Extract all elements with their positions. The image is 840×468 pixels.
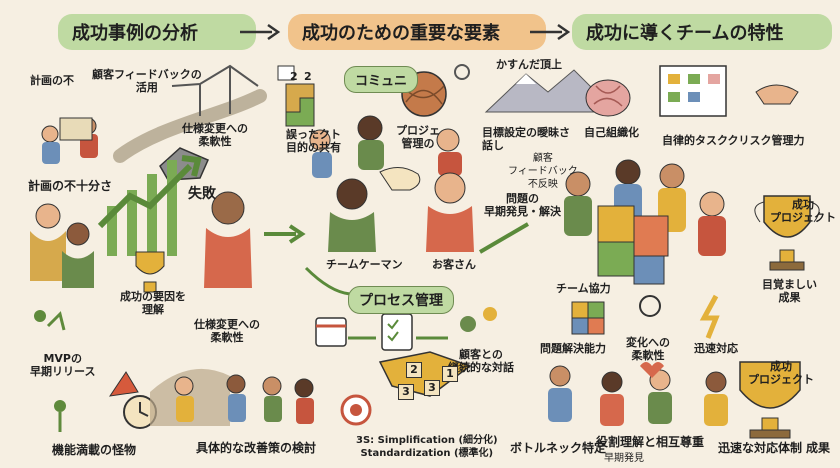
label-customer-dialog: 顧客との 継続的な対話 (448, 348, 514, 374)
label-problem-solving: 問題解決能力 (540, 342, 606, 355)
label-trophy-top: 成功 プロジェクト (770, 198, 836, 224)
label-quick-response: 迅速対応 (694, 342, 738, 355)
label-communication: コミュニ (344, 66, 419, 93)
label-role-understand: 役割理解と相互尊重 (596, 435, 705, 449)
label-feedback-miss: 顧客 フィードバック 不反映 (508, 153, 578, 190)
label-team-member: チームケーマン (326, 258, 403, 271)
label-spec-flex-mid: 仕様変更への 柔軟性 (194, 318, 260, 344)
label-misunderstood: 誤ったクト 目的の共有 (286, 128, 341, 154)
label-plan-short: 計画の不 (30, 74, 74, 87)
sketch-illustrations-icon (30, 64, 820, 439)
header-key-elements: 成功のための重要な要素 (288, 14, 546, 50)
label-great-result: 目覚ましい 成果 (762, 278, 817, 304)
label-mvp: MVPの 早期リリース (30, 352, 96, 378)
label-team-coop: チーム協力 (556, 282, 611, 295)
puzzle-number-1: 2 (290, 70, 298, 83)
header-arrow-icon (530, 23, 571, 41)
label-project-mgmt: プロジェ 管理の (396, 124, 440, 150)
label-self-org: 自己組織化 (584, 126, 639, 139)
header-success-analysis: 成功事例の分析 (58, 14, 256, 50)
header-arrow-icon (240, 23, 281, 41)
label-peak: かすんだ頂上 (496, 58, 562, 71)
label-autonomy: 自律的タスククリスク管理力 (662, 134, 805, 147)
label-feedback-use: 顧客フィードバックの 活用 (92, 68, 202, 94)
label-result: 成果 (806, 441, 831, 455)
label-trophy-bottom: 成功 プロジェクト (748, 360, 814, 386)
label-problem: 問題の 早期発見・解決 (484, 192, 561, 218)
cube-4: 1 (442, 366, 458, 382)
label-vague-goal: 目標設定の曖昧さ 話し (482, 126, 570, 152)
cube-3: 3 (398, 384, 414, 400)
label-customer: お客さん (432, 258, 476, 271)
puzzle-number-2: 2 (304, 70, 312, 83)
cube-2: 3 (424, 380, 440, 396)
label-plan-lack: 計画の不十分さ (28, 179, 113, 193)
label-improve: 具体的な改善策の検討 (196, 441, 317, 455)
label-spec-flex-top: 仕様変更への 柔軟性 (182, 122, 248, 148)
label-quick-system: 迅速な対応体制 (718, 441, 803, 455)
label-process-mgmt: プロセス管理 (348, 286, 454, 314)
label-three-s: 3S: Simplification (細分化) Standardization… (356, 435, 498, 459)
cube-1: 2 (406, 362, 422, 378)
header-team-traits: 成功に導くチームの特性 (572, 14, 832, 50)
label-early-detect: 早期発見 (604, 453, 644, 464)
label-monster: 機能満載の怪物 (52, 443, 137, 457)
label-fail: 失敗 (188, 186, 216, 202)
label-bottleneck: ボトルネック特定 (510, 441, 607, 455)
label-cause: 成功の要因を 理解 (120, 290, 186, 316)
label-change-flex: 変化への 柔軟性 (626, 336, 670, 362)
